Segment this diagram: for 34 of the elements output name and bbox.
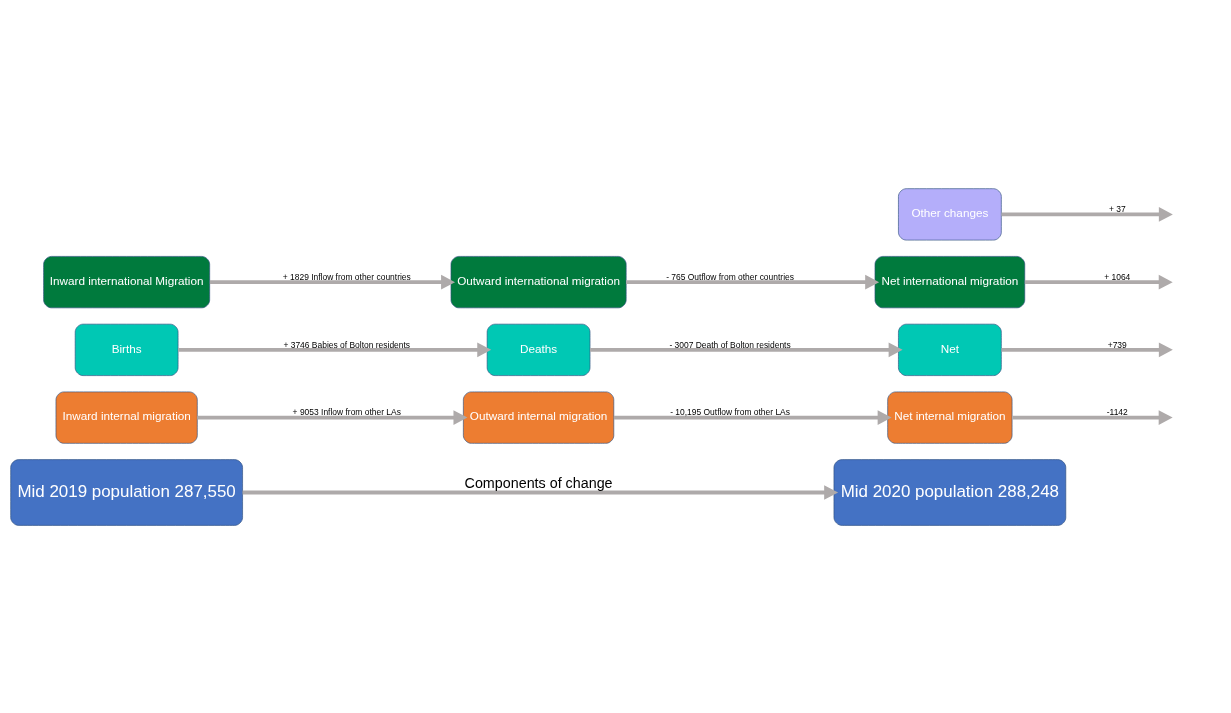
node-box: Other changes (898, 187, 1002, 240)
edge-label: + 1829 Inflow from other countries (282, 271, 411, 282)
edge-label: - 765 Outflow from other countries (666, 271, 794, 282)
edge-label: + 1064 (1104, 271, 1131, 282)
node-box: Deaths (486, 323, 591, 376)
node-box: Net internal migration (887, 391, 1013, 444)
edge-label: -1142 (1106, 406, 1128, 417)
edge-label: + 9053 Inflow from other LAs (292, 406, 401, 417)
arrow (590, 342, 903, 357)
arrow (178, 342, 492, 357)
arrow (1012, 409, 1173, 425)
arrow (1024, 274, 1173, 289)
arrow (613, 409, 892, 425)
arrow (197, 409, 468, 425)
node-box: Mid 2020 population 288,248 (833, 458, 1067, 526)
node-box: Inward internal migration (55, 391, 198, 444)
edge-label: - 3007 Death of Bolton residents (669, 339, 791, 350)
node-box: Net international migration (874, 255, 1026, 308)
edge-label: + 3746 Babies of Bolton residents (283, 339, 411, 350)
arrow (1001, 206, 1173, 222)
node-box: Inward international Migration (43, 255, 210, 308)
arrow (209, 274, 456, 289)
node-box: Outward internal migration (463, 391, 615, 444)
edge-label: - 10,195 Outflow from other LAs (670, 406, 790, 417)
edge-label: Components of change (464, 474, 613, 491)
node-box: Outward international migration (450, 255, 627, 308)
edge-label: +739 (1107, 339, 1127, 350)
edge-label: + 37 (1108, 203, 1126, 214)
node-box: Births (74, 323, 179, 376)
arrow (626, 274, 880, 289)
node-box: Mid 2019 population 287,550 (10, 458, 243, 526)
node-box: Net (898, 323, 1002, 376)
arrow (1001, 342, 1173, 357)
arrow (242, 484, 839, 500)
